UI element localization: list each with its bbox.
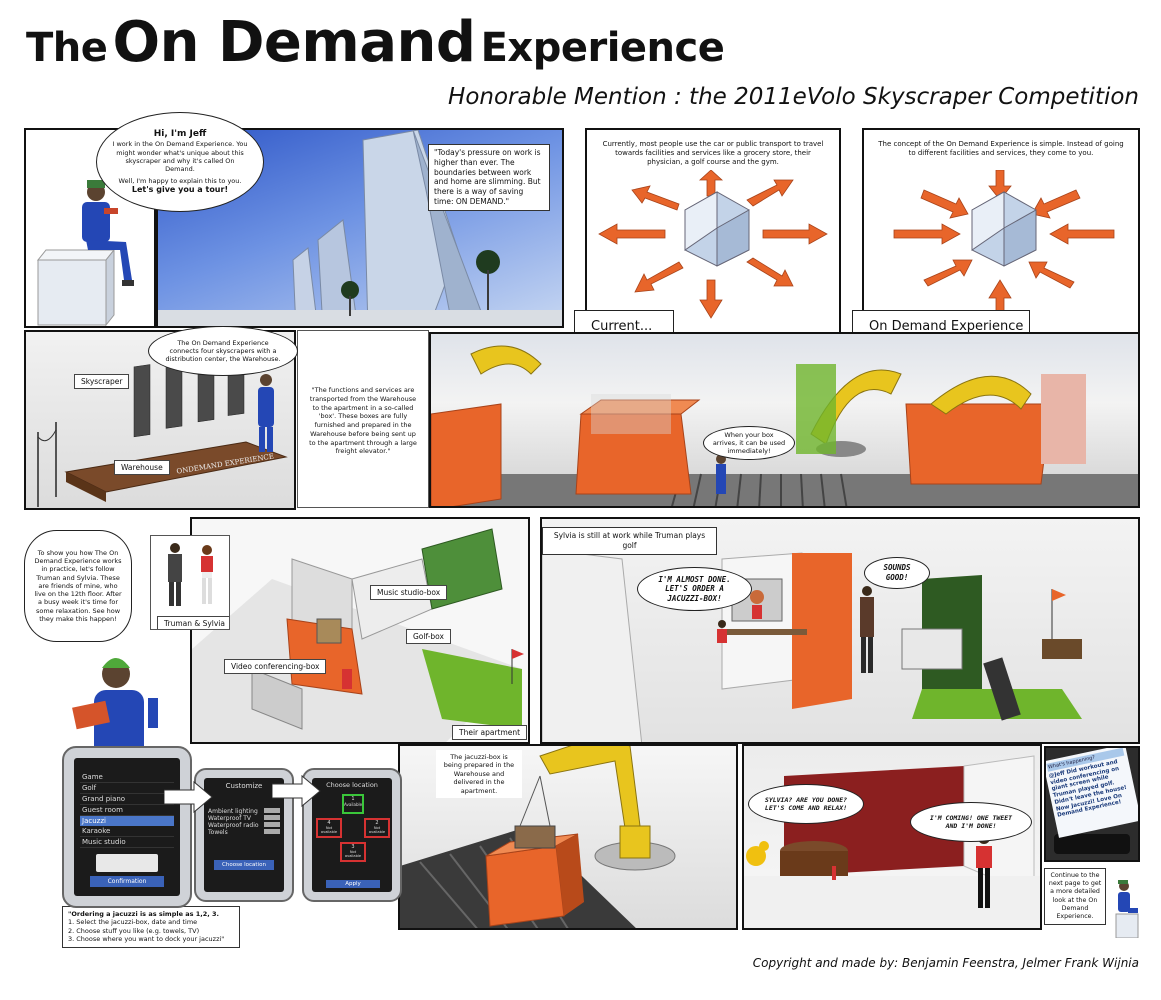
- jeff-intro-line1: I work in the On Demand Experience. You …: [112, 140, 248, 174]
- warehouse-bubble: The On Demand Experience connects four s…: [148, 326, 298, 376]
- panel-skyscrapers: "Today's pressure on work is higher than…: [156, 128, 564, 328]
- arrow-right-icon: [164, 780, 213, 814]
- jeff-reading-illustration: [72, 658, 158, 760]
- warehouse-label: Warehouse: [114, 460, 170, 475]
- choose-location-button[interactable]: Choose location: [214, 860, 274, 870]
- robot-arm-render: [400, 746, 676, 928]
- functions-text: "The functions and services are transpor…: [309, 386, 417, 456]
- date-time-picker[interactable]: [96, 854, 158, 872]
- option-waterproof-radio[interactable]: Waterproof radio: [208, 822, 280, 829]
- current-text: Currently, most people use the car or pu…: [602, 140, 824, 167]
- customize-title: Customize: [225, 782, 263, 790]
- menu-item-jacuzzi[interactable]: Jacuzzi: [80, 816, 174, 826]
- tablet-customize-box: Customize Ambient lighting Waterproof TV…: [194, 768, 294, 902]
- phone-keypad: [1054, 834, 1130, 854]
- option-towels[interactable]: Towels: [208, 829, 280, 836]
- page-subtitle: Honorable Mention : the 2011eVolo Skyscr…: [448, 84, 1139, 110]
- menu-item-karaoke[interactable]: Karaoke: [80, 826, 174, 837]
- truman-bubble: Sounds good!: [864, 557, 930, 589]
- jeff-greeting: Hi, I'm Jeff: [153, 128, 207, 139]
- step-2: 2. Choose stuff you like (e.g. towels, T…: [68, 926, 200, 935]
- tablet-select-screen: Game Golf Grand piano Guest room Jacuzzi…: [74, 758, 180, 896]
- menu-item-golf[interactable]: Golf: [80, 783, 174, 794]
- current-arrows-diagram: [598, 170, 828, 319]
- jeff-mini-illustration: [1115, 880, 1139, 938]
- step-3: 3. Choose where you want to dock your ja…: [68, 935, 225, 944]
- arrow-right-icon: [272, 774, 321, 808]
- panel-phone-tweet: What's happening? @Jeff Did workout and …: [1044, 746, 1140, 862]
- panel-functions-text: "The functions and services are transpor…: [297, 330, 429, 508]
- continue-caption: Continue to the next page to get a more …: [1044, 868, 1106, 926]
- video-box-label: Video conferencing-box: [224, 659, 327, 674]
- box-arrives-bubble: When your box arrives, it can be used im…: [703, 426, 795, 460]
- page-title: The On Demand Experience: [26, 10, 725, 75]
- steps-caption: "Ordering a jacuzzi is as simple as 1,2,…: [62, 906, 240, 948]
- apartment-render: [192, 528, 524, 742]
- menu-item-music-studio[interactable]: Music studio: [80, 837, 174, 848]
- panel-sylvia-truman: Sylvia is still at work while Truman pla…: [540, 517, 1140, 744]
- phone-screen: What's happening? @Jeff Did workout and …: [1046, 748, 1138, 838]
- title-experience: Experience: [480, 25, 725, 71]
- warehouse-model-render: [37, 355, 288, 507]
- skyscraper-label: Skyscraper: [74, 374, 130, 389]
- jeff-sitting-illustration: [36, 180, 134, 326]
- jeff-intro-line3: Let's give you a tour!: [131, 184, 229, 194]
- panel-warehouse-interior: When your box arrives, it can be used im…: [429, 332, 1140, 508]
- concept-arrows-diagram: [893, 170, 1115, 319]
- pressure-caption: "Today's pressure on work is higher than…: [428, 144, 550, 211]
- jacuzzi-caption: The jacuzzi-box is being prepared in the…: [436, 750, 522, 799]
- footer-credit: Copyright and made by: Benjamin Feenstra…: [752, 956, 1139, 970]
- title-on-demand: On Demand: [112, 10, 476, 75]
- location-title: Choose location: [326, 781, 378, 789]
- option-waterproof-tv[interactable]: Waterproof TV: [208, 815, 280, 822]
- panel-truman-sylvia-overlay: Truman & Sylvia: [150, 535, 230, 630]
- tablet-customize-screen: Customize Ambient lighting Waterproof TV…: [204, 778, 284, 892]
- jeff-intro-bubble: Hi, I'm Jeff I work in the On Demand Exp…: [96, 112, 264, 212]
- concept-text: The concept of the On Demand Experience …: [878, 140, 1124, 158]
- step-1: 1. Select the jacuzzi-box, date and time: [68, 918, 198, 927]
- option-ambient-lighting[interactable]: Ambient lighting: [208, 808, 280, 815]
- panel-jacuzzi-home: Sylvia? Are you done? Let's come and rel…: [742, 744, 1042, 930]
- menu-item-grand-piano[interactable]: Grand piano: [80, 794, 174, 805]
- steps-intro: "Ordering a jacuzzi is as simple as 1,2,…: [68, 910, 220, 918]
- golf-box-label: Golf-box: [406, 629, 451, 644]
- apply-button[interactable]: Apply: [326, 880, 380, 888]
- jeff-intro-line2: Well, I'm happy to explain this to you.: [118, 176, 242, 185]
- sylvia-caption: Sylvia is still at work while Truman pla…: [542, 527, 717, 555]
- warehouse-interior-render: [431, 345, 1138, 506]
- title-the: The: [26, 25, 108, 71]
- panel-jacuzzi-prep: The jacuzzi-box is being prepared in the…: [398, 744, 738, 930]
- truman-question-bubble: Sylvia? Are you done? Let's come and rel…: [748, 784, 864, 824]
- panel-apartment: Music studio-box Golf-box Video conferen…: [190, 517, 530, 744]
- truman-sylvia-figures-overlay: [168, 543, 213, 606]
- apartment-label: Their apartment: [452, 725, 528, 740]
- menu-item-guest-room[interactable]: Guest room: [80, 805, 174, 816]
- follow-bubble: To show you how The On Demand Experience…: [24, 530, 132, 642]
- music-box-label: Music studio-box: [370, 585, 448, 600]
- truman-sylvia-label-overlay: Truman & Sylvia: [157, 616, 229, 629]
- confirmation-button[interactable]: Confirmation: [90, 876, 164, 887]
- sylvia-bubble: I'm almost done. Let's order a jacuzzi-b…: [637, 567, 752, 611]
- menu-item-game[interactable]: Game: [80, 772, 174, 783]
- tablet-select-box: Game Golf Grand piano Guest room Jacuzzi…: [62, 746, 192, 908]
- sylvia-reply-bubble: I'm coming! One tweet and I'm done!: [910, 802, 1032, 842]
